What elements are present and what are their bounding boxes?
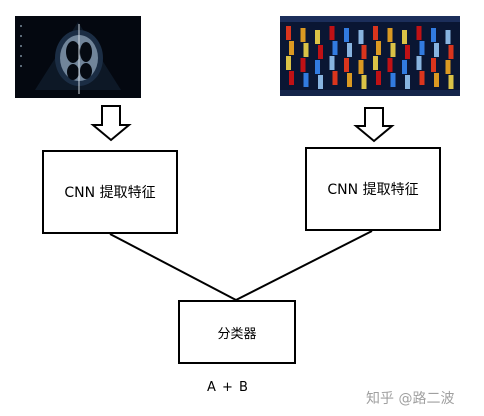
- doppler-stroke: [376, 41, 381, 55]
- echocardiogram-image: [15, 16, 141, 98]
- doppler-stroke: [344, 58, 349, 72]
- doppler-stroke: [416, 56, 422, 70]
- caption: A + B: [207, 380, 249, 395]
- doppler-stroke: [445, 60, 451, 74]
- doppler-stroke: [387, 58, 393, 72]
- doppler-stroke: [289, 71, 294, 85]
- doppler-stroke: [419, 71, 425, 85]
- doppler-stroke: [318, 45, 323, 59]
- cnn-feature-label-right: CNN 提取特征: [327, 182, 419, 198]
- cnn-feature-box-right: CNN 提取特征: [305, 147, 441, 231]
- doppler-stroke: [448, 45, 454, 59]
- cnn-feature-box-left: CNN 提取特征: [42, 150, 178, 234]
- doppler-stroke: [347, 43, 352, 57]
- classifier-label: 分类器: [217, 326, 257, 342]
- doppler-stroke: [373, 56, 378, 70]
- doppler-stroke: [332, 71, 338, 85]
- doppler-stroke: [431, 28, 436, 42]
- doppler-stroke: [445, 30, 451, 44]
- doppler-stroke: [434, 73, 439, 87]
- doppler-stroke: [286, 26, 291, 40]
- doppler-stroke: [358, 60, 364, 74]
- doppler-stroke: [448, 75, 454, 89]
- doppler-stroke: [361, 45, 367, 59]
- connector-left: [109, 233, 237, 301]
- doppler-stroke: [387, 28, 393, 42]
- doppler-stroke: [329, 56, 335, 70]
- doppler-stroke: [303, 43, 309, 57]
- doppler-stroke: [405, 45, 410, 59]
- doppler-stroke: [329, 26, 335, 40]
- doppler-stroke: [390, 73, 396, 87]
- doppler-stroke: [315, 60, 320, 74]
- doppler-stroke: [344, 28, 349, 42]
- doppler-stroke: [373, 26, 378, 40]
- doppler-stroke: [347, 73, 352, 87]
- classifier-box: 分类器: [178, 300, 296, 364]
- doppler-stroke: [376, 71, 381, 85]
- doppler-stroke: [332, 41, 338, 55]
- doppler-stroke: [300, 28, 306, 42]
- doppler-stroke: [361, 75, 367, 89]
- doppler-stroke: [390, 43, 396, 57]
- doppler-stroke: [358, 30, 364, 44]
- color-doppler-image: [280, 16, 460, 96]
- doppler-stroke: [402, 60, 407, 74]
- doppler-stroke: [419, 41, 425, 55]
- doppler-stroke: [300, 58, 306, 72]
- doppler-stroke: [431, 58, 436, 72]
- doppler-stroke: [434, 43, 439, 57]
- cnn-feature-label-left: CNN 提取特征: [64, 185, 156, 201]
- doppler-stroke: [402, 30, 407, 44]
- watermark: 知乎 @路二波: [366, 391, 455, 407]
- doppler-stroke: [289, 41, 294, 55]
- doppler-stroke: [303, 73, 309, 87]
- down-arrow-right: [353, 107, 395, 143]
- doppler-stroke: [405, 75, 410, 89]
- down-arrow-left: [90, 105, 132, 142]
- doppler-stroke: [318, 75, 323, 89]
- doppler-stroke: [286, 56, 291, 70]
- connector-right: [235, 230, 373, 301]
- doppler-stroke: [416, 26, 422, 40]
- doppler-stroke: [315, 30, 320, 44]
